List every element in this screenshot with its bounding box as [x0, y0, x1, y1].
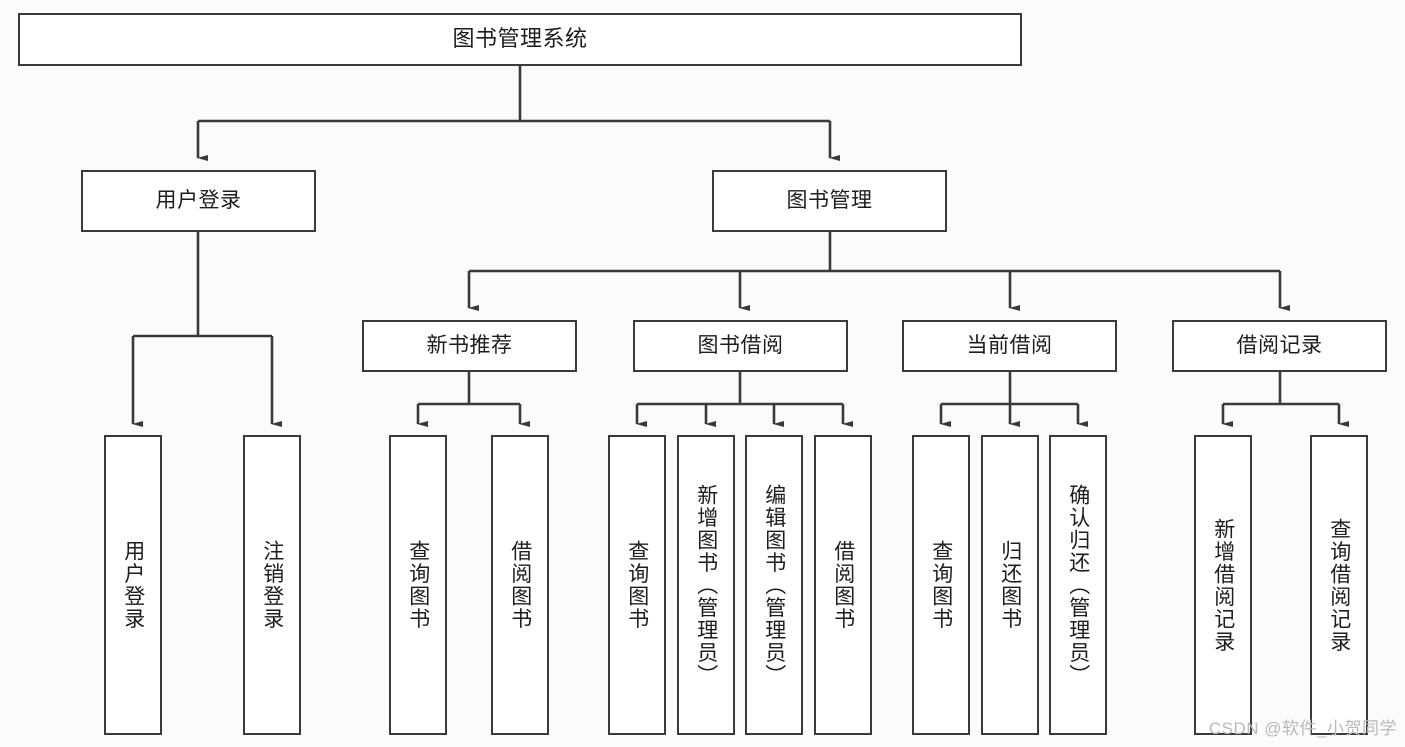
node-current-borrow[interactable]: 当前借阅 — [902, 320, 1117, 372]
leaf-borrow-add-book-admin[interactable]: 新增图书（管理员） — [677, 435, 735, 735]
node-label: 借阅图书 — [831, 540, 855, 630]
node-label: 图书管理 — [786, 189, 873, 213]
node-label: 图书借阅 — [697, 334, 784, 358]
node-root-library-system[interactable]: 图书管理系统 — [18, 13, 1022, 66]
leaf-current-confirm-return-admin[interactable]: 确认归还（管理员） — [1049, 435, 1107, 735]
leaf-borrow-query-book[interactable]: 查询图书 — [608, 435, 666, 735]
node-book-management[interactable]: 图书管理 — [712, 170, 947, 232]
node-label: 编辑图书（管理员） — [762, 483, 786, 687]
node-label: 用户登录 — [121, 540, 145, 630]
leaf-borrow-edit-book-admin[interactable]: 编辑图书（管理员） — [745, 435, 803, 735]
node-label: 图书管理系统 — [452, 26, 588, 52]
node-borrow-record[interactable]: 借阅记录 — [1172, 320, 1387, 372]
node-label: 新增图书（管理员） — [694, 483, 718, 687]
node-new-book-recommend[interactable]: 新书推荐 — [362, 320, 577, 372]
node-label: 归还图书 — [998, 540, 1022, 630]
leaf-borrow-borrow-book[interactable]: 借阅图书 — [814, 435, 872, 735]
node-user-login[interactable]: 用户登录 — [81, 170, 316, 232]
node-label: 借阅记录 — [1236, 334, 1323, 358]
leaf-new-book-query[interactable]: 查询图书 — [389, 435, 447, 735]
node-label: 当前借阅 — [966, 334, 1053, 358]
node-label: 借阅图书 — [508, 540, 532, 630]
node-label: 查询图书 — [625, 540, 649, 630]
leaf-current-return-book[interactable]: 归还图书 — [981, 435, 1039, 735]
leaf-record-query-record[interactable]: 查询借阅记录 — [1310, 435, 1368, 735]
node-label: 新书推荐 — [426, 334, 513, 358]
leaf-new-book-borrow[interactable]: 借阅图书 — [491, 435, 549, 735]
node-label: 新增借阅记录 — [1211, 517, 1235, 653]
node-label: 查询图书 — [929, 540, 953, 630]
node-label: 确认归还（管理员） — [1066, 483, 1090, 687]
node-book-borrow[interactable]: 图书借阅 — [633, 320, 848, 372]
node-label: 查询借阅记录 — [1327, 517, 1351, 653]
leaf-current-query-book[interactable]: 查询图书 — [912, 435, 970, 735]
leaf-user-login-login[interactable]: 用户登录 — [104, 435, 162, 735]
node-label: 注销登录 — [260, 540, 284, 630]
leaf-record-add-record[interactable]: 新增借阅记录 — [1194, 435, 1252, 735]
watermark: CSDN @软件_小贺同学 — [1208, 719, 1397, 738]
leaf-user-login-logout[interactable]: 注销登录 — [243, 435, 301, 735]
node-label: 查询图书 — [406, 540, 430, 630]
node-label: 用户登录 — [155, 189, 242, 213]
